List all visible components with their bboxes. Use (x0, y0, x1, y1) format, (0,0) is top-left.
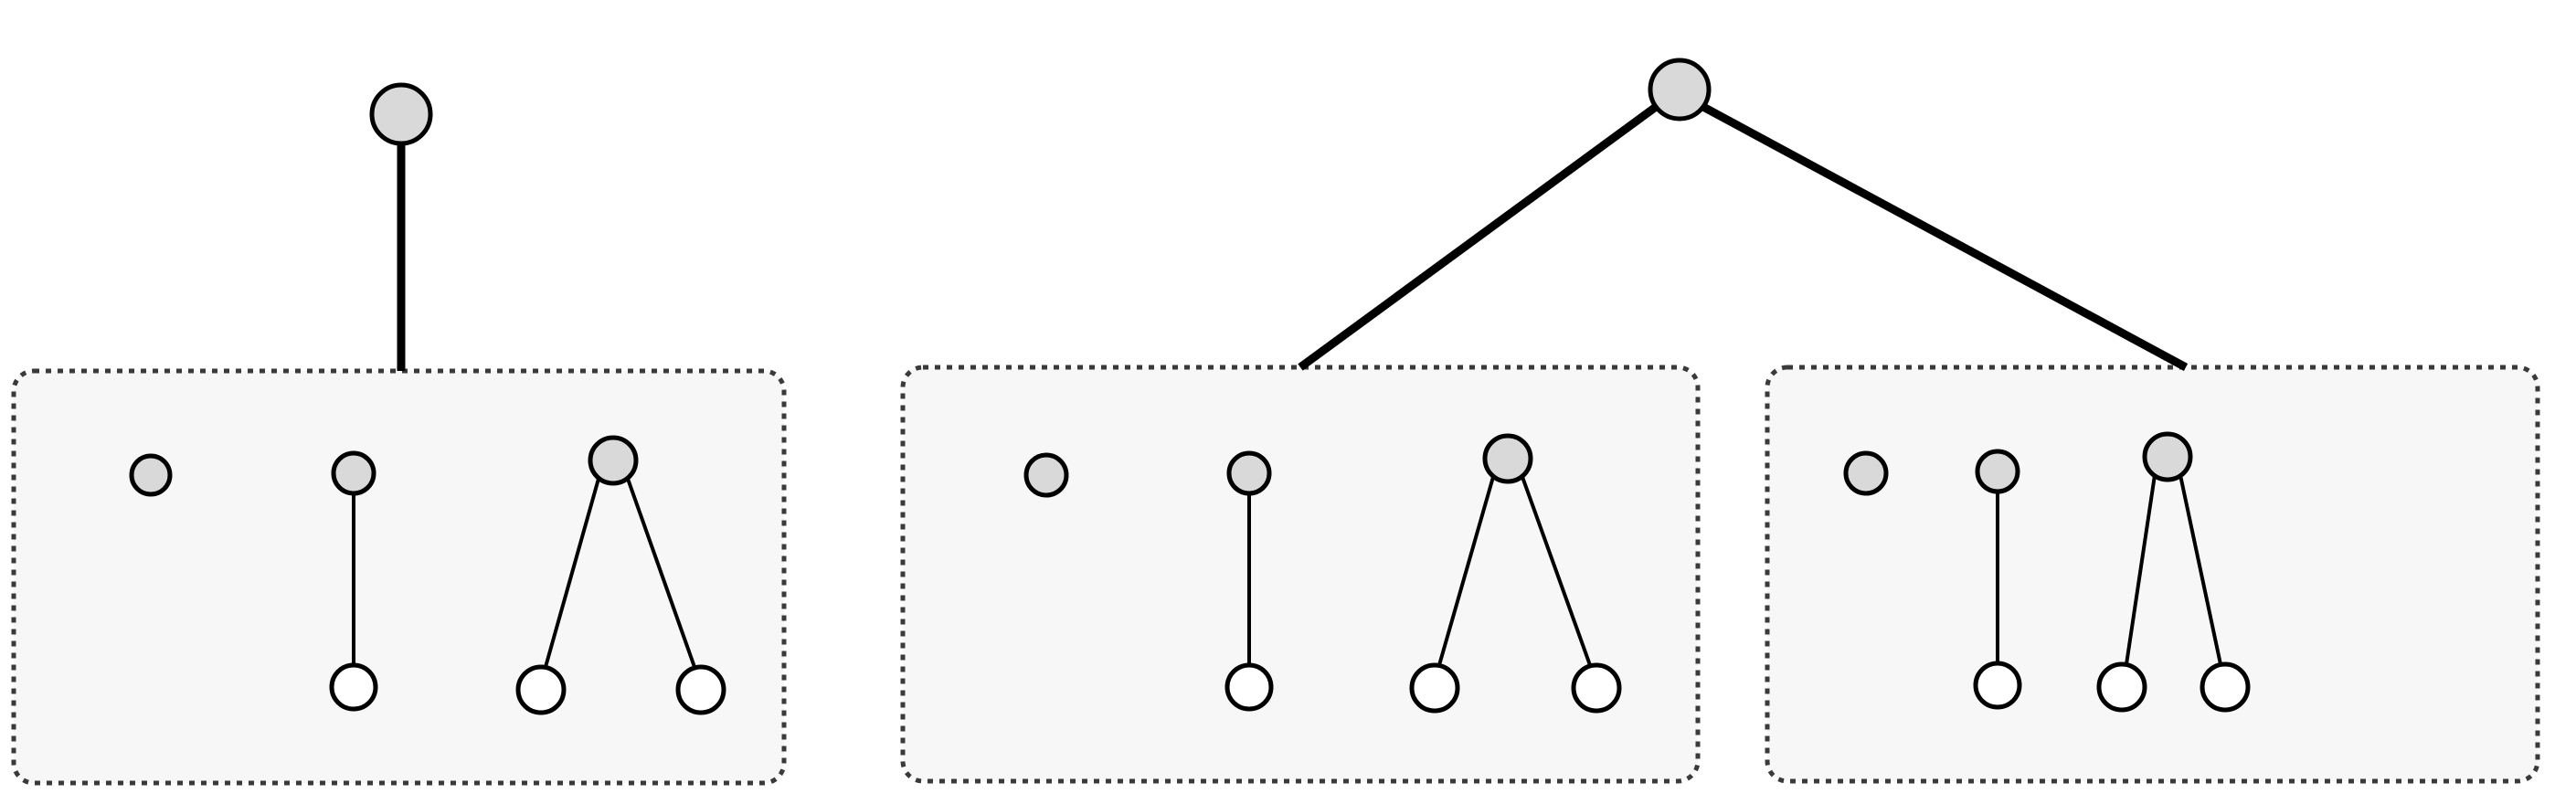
right-group-isolated-node[interactable] (1843, 450, 1889, 496)
middle-group-leaf-two[interactable] (1409, 662, 1460, 714)
right-group-leaf-three[interactable] (2200, 661, 2251, 713)
left-group-parent-one[interactable] (331, 450, 376, 496)
edges-layer (352, 103, 2222, 668)
right-group-box[interactable] (1765, 365, 2540, 784)
root-node-left[interactable] (369, 82, 433, 146)
left-group-parent-two[interactable] (588, 435, 639, 486)
middle-group-isolated-node[interactable] (1023, 452, 1069, 498)
left-group-leaf-three[interactable] (675, 664, 726, 715)
nodes-layer (129, 58, 2251, 715)
edge-middle-parent-two-leaf-l (1437, 476, 1495, 666)
group-boxes-layer (11, 365, 2540, 786)
edge-middle-parent-two-leaf-r (1521, 476, 1592, 666)
root-node-right[interactable] (1648, 58, 1712, 122)
right-group-parent-one[interactable] (1975, 449, 2020, 494)
edge-right-parent-two-leaf-r (2178, 474, 2222, 665)
edge-root-to-middle-group (1298, 103, 1659, 371)
edge-right-parent-two-leaf-l (2125, 474, 2157, 665)
middle-group-leaf-one[interactable] (1224, 662, 1274, 712)
middle-group-parent-one[interactable] (1226, 450, 1272, 496)
right-group-leaf-two[interactable] (2096, 661, 2147, 713)
right-group-leaf-one[interactable] (1973, 661, 2022, 710)
middle-group-box[interactable] (900, 365, 1701, 784)
edge-root-to-right-group (1701, 103, 2189, 371)
right-group-parent-two[interactable] (2142, 431, 2193, 482)
edge-left-parent-two-leaf-r (626, 478, 696, 668)
middle-group-parent-two[interactable] (1482, 433, 1533, 484)
middle-group-leaf-three[interactable] (1571, 662, 1622, 714)
left-group-leaf-one[interactable] (329, 662, 378, 712)
left-group-box[interactable] (11, 368, 787, 786)
left-group-isolated-node[interactable] (129, 453, 173, 497)
left-group-leaf-two[interactable] (515, 664, 567, 715)
edge-left-parent-two-leaf-l (544, 478, 600, 668)
